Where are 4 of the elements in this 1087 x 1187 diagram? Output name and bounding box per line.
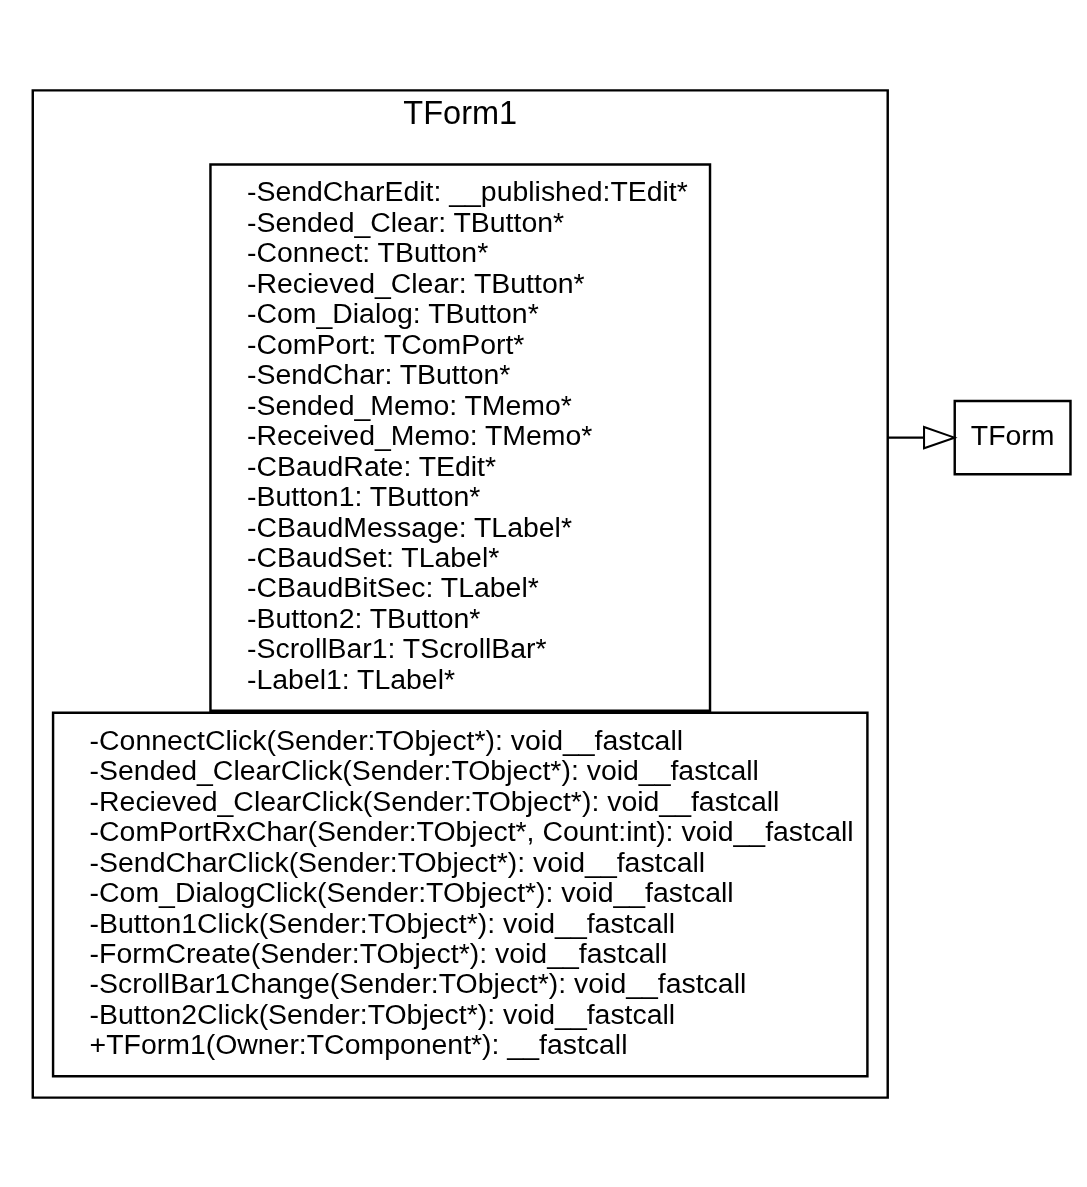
node-box: -ConnectClick(Sender:TObject*): void__fastcall -Sended_ClearClick(Sender:TObject*): void__fastcall -Recieved_ClearClick(Sender:TObject*): void__fastcall -ComPortRxChar(Sender:TObject*, Count:int): void__fastcall -SendCharClick(Sender:TObject*): void__fastcall -Com_DialogClick(Sender:TObject*): void__fastcall -Button1Click(Sender:TObject*): void__fastcall -FormCreate(Sender:TObject*): void__fastcall -ScrollBar1Change(Sender:TObject*): void__fastcall -Button2Click(Sender:TObject*): void__fastcall +TForm1(Owner:TComponent*): __fastcall [51,711,869,1078]
node-box: TForm [953,399,1072,475]
node-box: -SendCharEdit: __published:TEdit* -Sended_Clear: TButton* -Connect: TButton* -Recieved_Clear: TButton* -Com_Dialog: TButton* -ComPort: TComPort* -SendChar: TButton* -Sended_Memo: TMemo* -Received_Memo: TMemo* -CBaudRate: TEdit* -Button1: TButton* -CBaudMessage: TLabel* -CBaudSet: TLabel* -CBaudBitSec: TLabel* -Button2: TButton* -ScrollBar1: TScrollBar* -Label1: TLabel* [209,162,712,712]
arrow [887,425,958,450]
